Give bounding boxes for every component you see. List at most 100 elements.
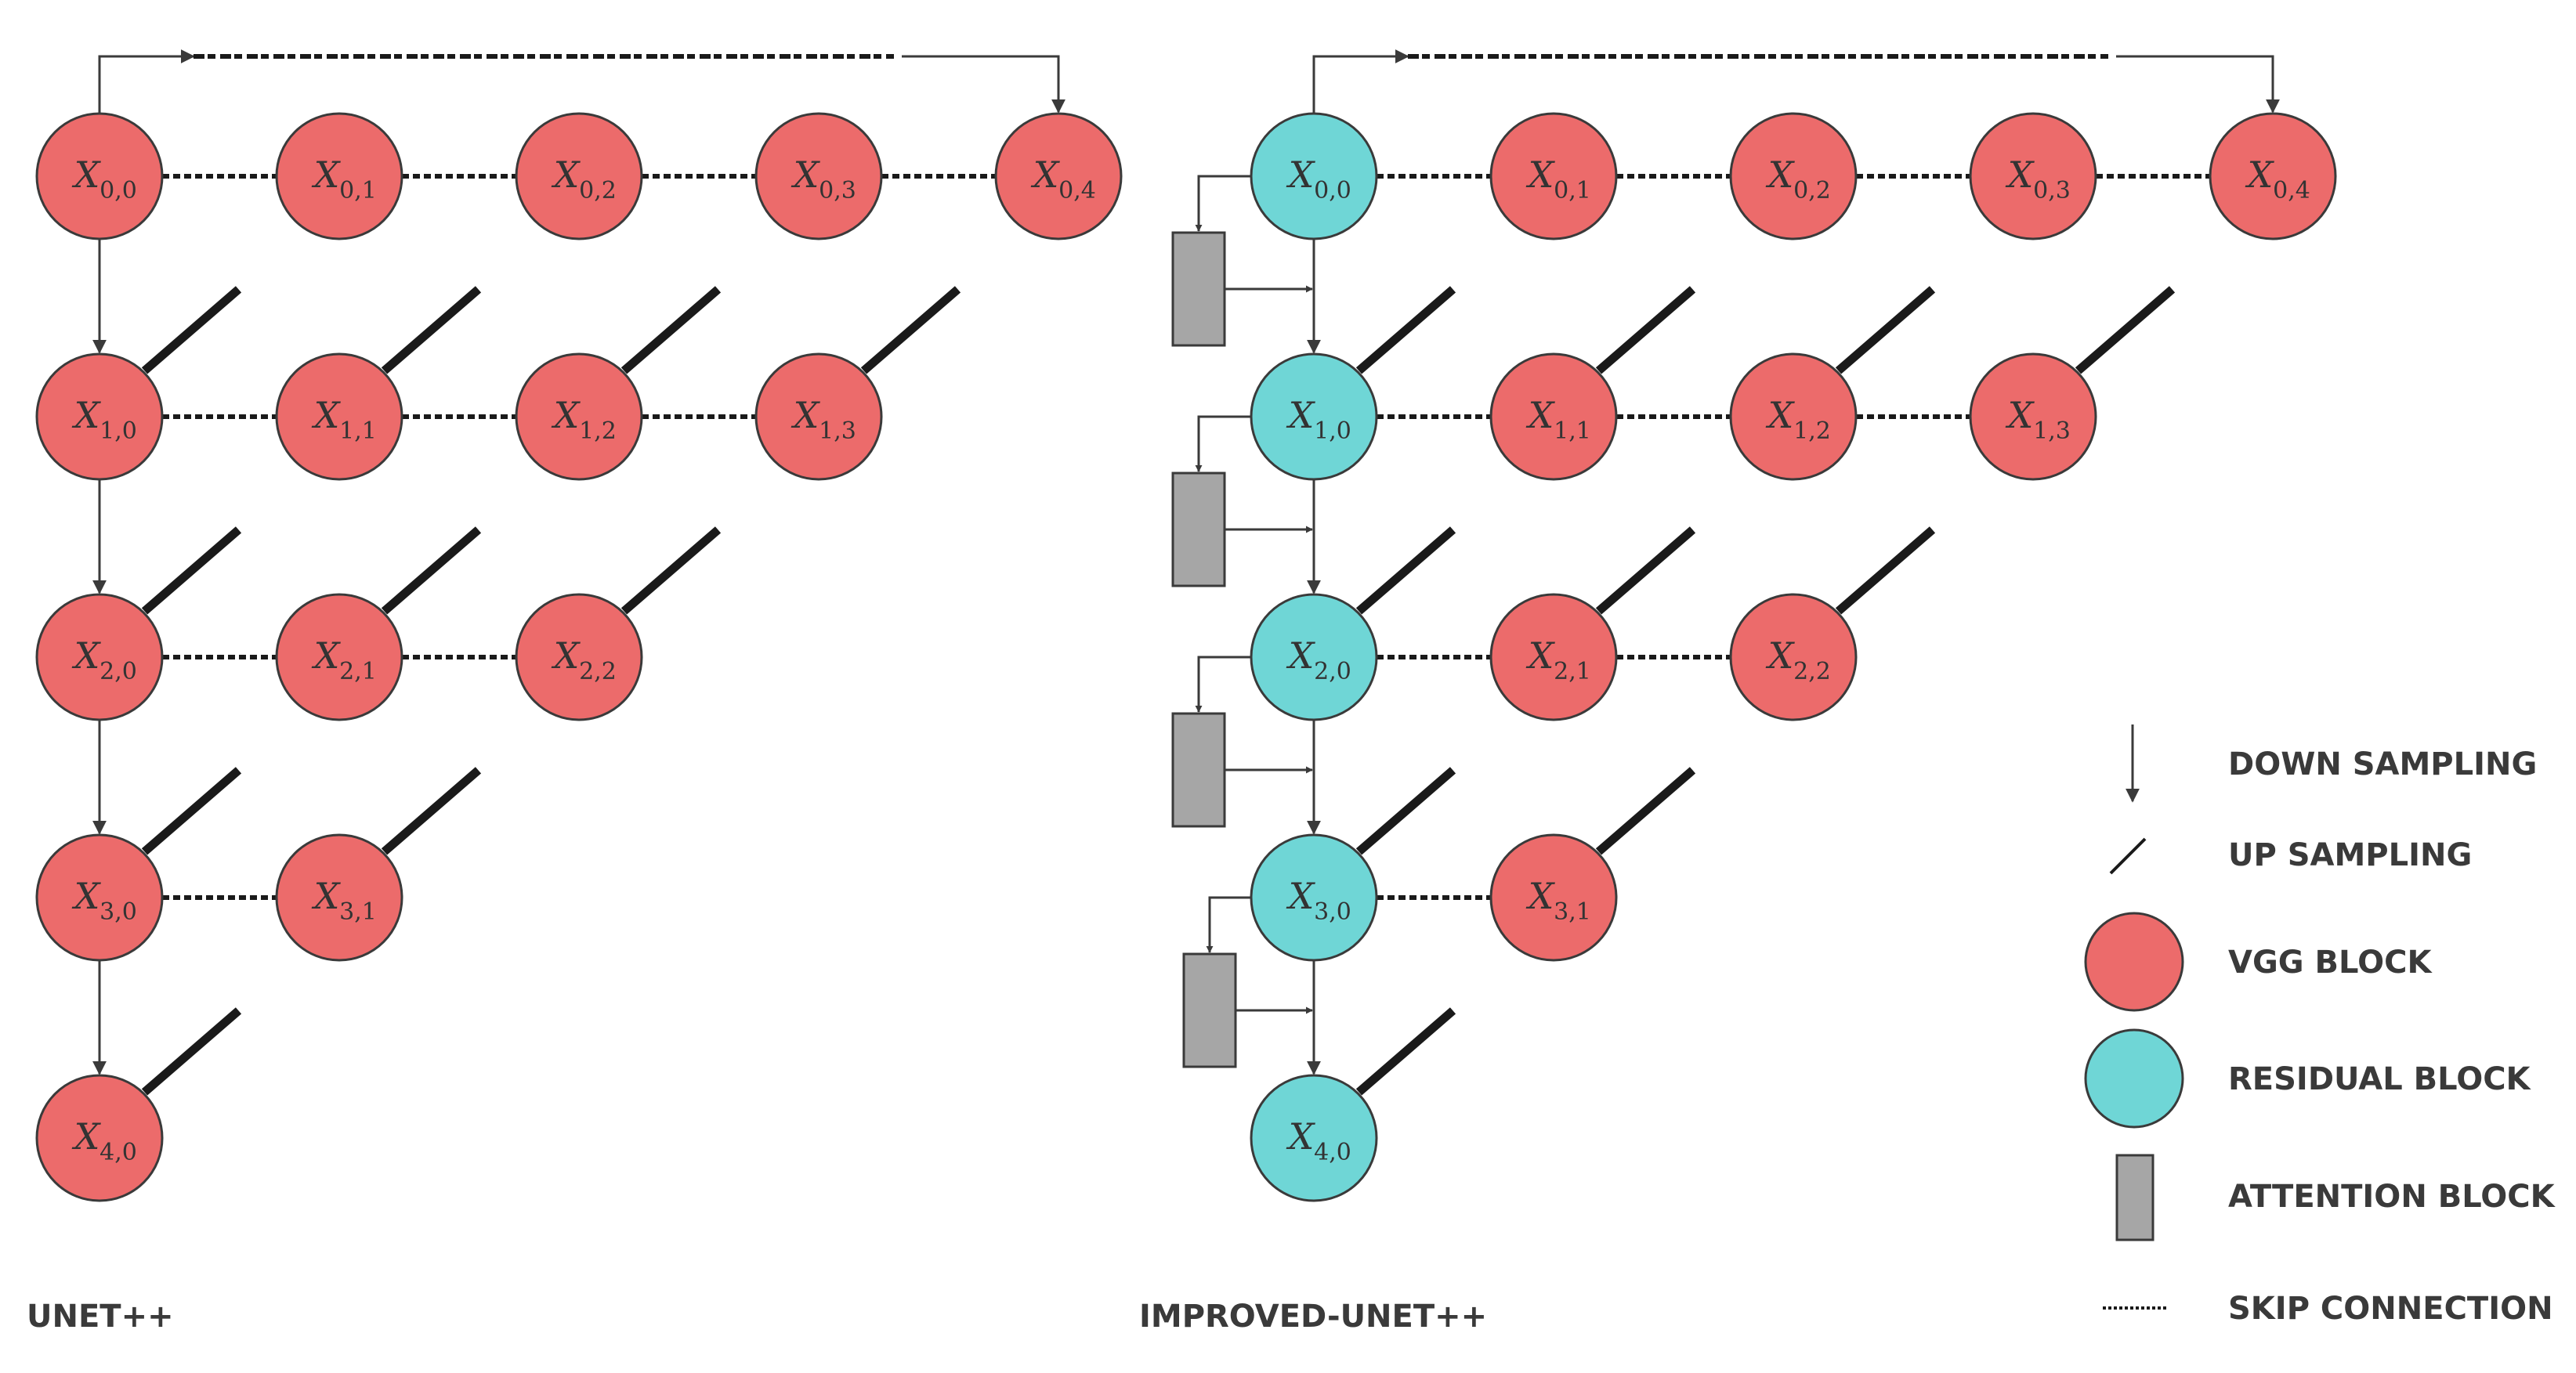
up-sampling-line	[1595, 286, 1696, 374]
node-subscript: 0,3	[819, 177, 856, 204]
attention-input-arrow	[1206, 896, 1253, 953]
up-sampling-line	[1835, 286, 1936, 374]
vgg-block-node	[35, 1074, 164, 1202]
node-label: X	[1526, 634, 1556, 677]
vgg-block-node	[35, 112, 164, 240]
node-label: X	[1766, 634, 1796, 677]
legend-item-down: DOWN SAMPLING	[2126, 724, 2537, 803]
long-skip-arrow-start	[98, 49, 195, 114]
up-sampling-line	[141, 526, 242, 615]
residual-block-node	[1250, 833, 1378, 962]
vgg-block-node	[1489, 593, 1618, 721]
vgg-block-node	[1489, 352, 1618, 481]
legend-label-attention: ATTENTION BLOCK	[2228, 1179, 2556, 1215]
node-subscript: 1,1	[339, 417, 377, 445]
node-subscript: 0,0	[1314, 177, 1351, 204]
vgg-block-node	[1729, 593, 1858, 721]
up-sampling-line	[1595, 767, 1696, 855]
node-label: X	[1766, 154, 1796, 196]
long-skip-arrow-end	[902, 55, 1065, 114]
legend-item-skip: SKIP CONNECTION	[2103, 1291, 2553, 1327]
node-label: X	[1286, 1115, 1316, 1158]
node-label: X	[312, 634, 342, 677]
vgg-block-node	[515, 112, 643, 240]
up-sampling-line	[1355, 526, 1456, 615]
vgg-block-node	[515, 593, 643, 721]
residual-block-node	[1250, 352, 1378, 481]
node-subscript: 1,0	[1314, 417, 1351, 445]
vgg-block-node	[1729, 112, 1858, 240]
node-label: X	[1286, 154, 1316, 196]
node-label: X	[1286, 394, 1316, 436]
node-subscript: 0,0	[99, 177, 137, 204]
legend-label-up: UP SAMPLING	[2228, 837, 2472, 873]
attention-block	[1182, 952, 1237, 1068]
vgg-block-icon	[2084, 912, 2184, 1012]
node-label: X	[2006, 154, 2035, 196]
vgg-block-node	[994, 112, 1123, 240]
vgg-block-node	[2209, 112, 2337, 240]
node-label: X	[312, 154, 342, 196]
node-label: X	[2245, 154, 2275, 196]
node-label: X	[791, 154, 821, 196]
node-subscript: 0,1	[1554, 177, 1591, 204]
node-subscript: 0,4	[2273, 177, 2310, 204]
up-sampling-line	[1595, 526, 1696, 615]
vgg-block-node	[1969, 352, 2097, 481]
residual-block-icon	[2084, 1028, 2184, 1129]
node-label: X	[1766, 394, 1796, 436]
node-label: X	[2006, 394, 2035, 436]
node-label: X	[312, 875, 342, 917]
node-subscript: 2,2	[579, 658, 617, 685]
up-sampling-icon	[2109, 837, 2147, 875]
node-subscript: 4,0	[1314, 1139, 1351, 1166]
node-label: X	[72, 1115, 102, 1158]
node-label: X	[72, 875, 102, 917]
vgg-block-node	[754, 352, 883, 481]
node-label: X	[72, 154, 102, 196]
attention-input-arrow	[1195, 656, 1253, 713]
residual-block-node	[1250, 593, 1378, 721]
node-subscript: 0,3	[2033, 177, 2071, 204]
node-subscript: 1,3	[2033, 417, 2071, 445]
vgg-block-node	[275, 352, 403, 481]
node-label: X	[1526, 875, 1556, 917]
node-subscript: 3,0	[99, 898, 137, 926]
vgg-block-node	[1969, 112, 2097, 240]
vgg-block-node	[275, 112, 403, 240]
up-sampling-line	[141, 286, 242, 374]
legend-label-vgg: VGG BLOCK	[2228, 945, 2433, 981]
up-sampling-line	[2075, 286, 2176, 374]
vgg-block-node	[35, 833, 164, 962]
node-subscript: 2,0	[1314, 658, 1351, 685]
node-subscript: 4,0	[99, 1139, 137, 1166]
up-sampling-line	[1355, 286, 1456, 374]
attention-block	[1171, 712, 1226, 828]
attention-input-arrow	[1195, 175, 1253, 232]
node-label: X	[72, 634, 102, 677]
up-sampling-line	[141, 1007, 242, 1096]
node-label: X	[312, 394, 342, 436]
node-label: X	[1286, 634, 1316, 677]
node-label: X	[1526, 394, 1556, 436]
